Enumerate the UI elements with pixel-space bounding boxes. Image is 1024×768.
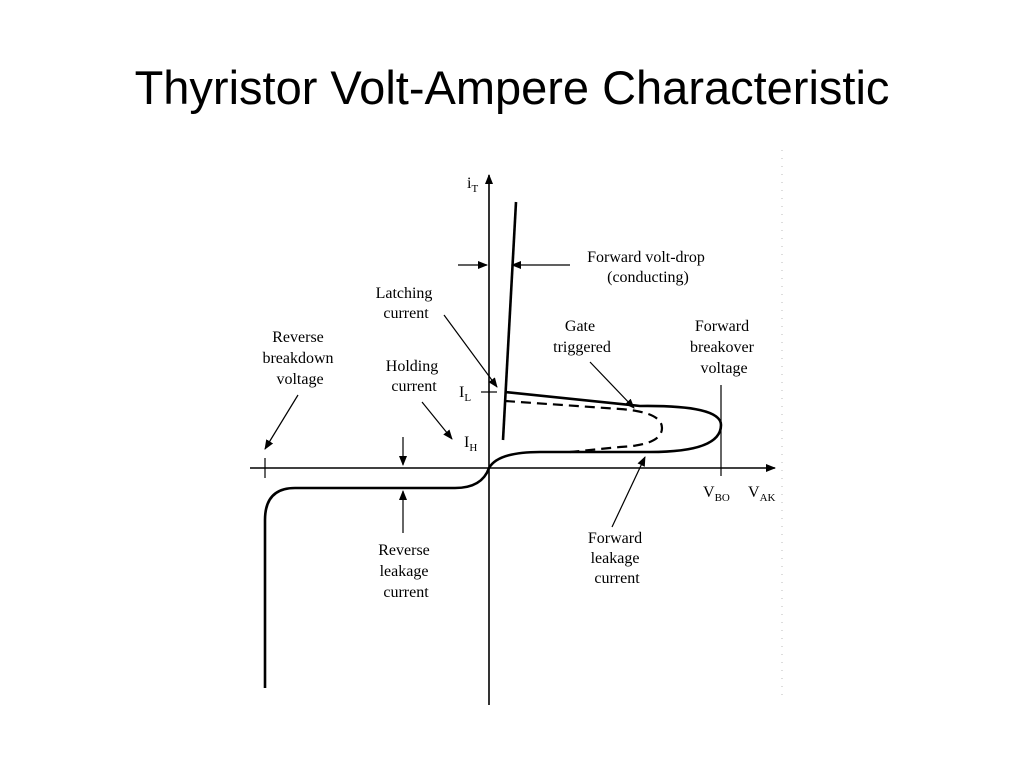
- latching-current-label: Latching current: [376, 285, 437, 322]
- forward-blocking-curve: [487, 390, 723, 469]
- latching-arrow: [443, 314, 498, 388]
- forward-leakage-label: Forward leakage current: [588, 530, 646, 587]
- reverse-leakage-label: Reverse leakage current: [378, 542, 434, 601]
- ih-label: IH: [464, 434, 477, 454]
- reverse-breakdown-arrow: [264, 394, 299, 450]
- reverse-characteristic-curve: [263, 467, 491, 688]
- holding-current-label: Holding current: [386, 358, 442, 395]
- gate-arrow: [589, 361, 635, 409]
- holding-arrow: [421, 401, 453, 440]
- forward-volt-drop-label: Forward volt-drop (conducting): [587, 249, 709, 286]
- gate-triggered-curve: [504, 399, 664, 454]
- reverse-breakdown-label: Reverse breakdown voltage: [262, 329, 337, 388]
- it-label: iT: [467, 175, 478, 195]
- gate-triggered-label: Gate triggered: [553, 318, 611, 356]
- il-label: IL: [459, 384, 471, 404]
- forward-leakage-arrow: [611, 456, 646, 528]
- vak-label: VAK: [748, 484, 776, 504]
- conducting-line: [501, 201, 518, 441]
- slide-title: Thyristor Volt-Ampere Characteristic: [134, 61, 890, 114]
- forward-breakover-label: Forward breakover voltage: [690, 318, 758, 377]
- vbo-label: VBO: [703, 484, 730, 504]
